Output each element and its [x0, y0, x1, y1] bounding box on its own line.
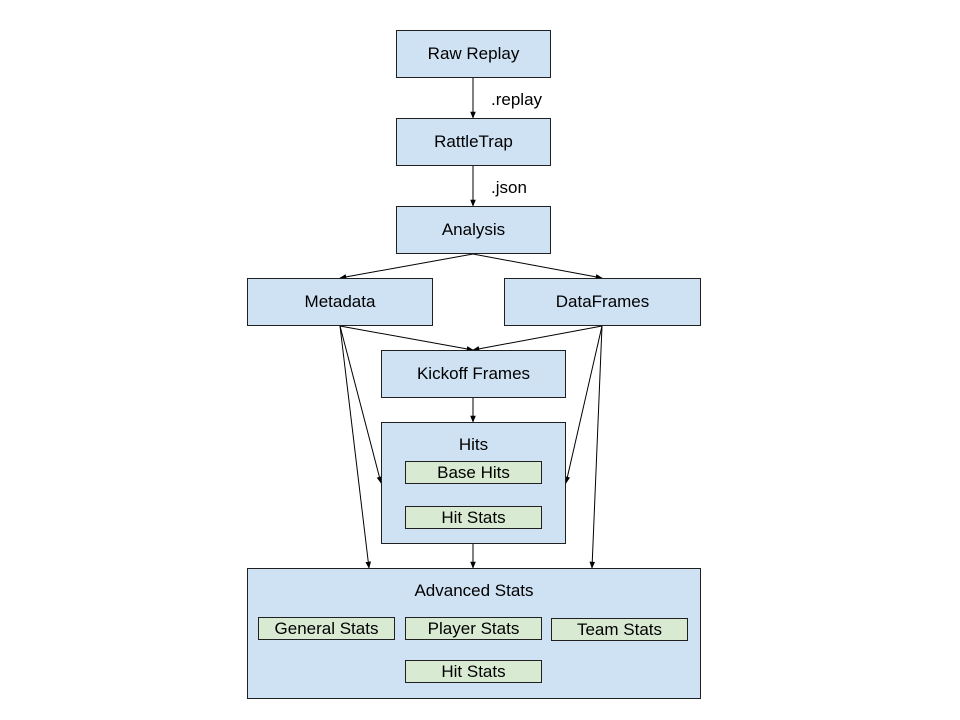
- node-player-stats[interactable]: Player Stats: [405, 617, 542, 640]
- node-general-stats[interactable]: General Stats: [258, 617, 395, 640]
- edge-label-replay: .replay: [491, 90, 543, 109]
- node-dataframes-label: DataFrames: [555, 292, 650, 311]
- node-metadata[interactable]: Metadata: [247, 278, 433, 326]
- edge-metadata-to-kickoff: [339, 325, 474, 352]
- node-team-stats-label: Team Stats: [576, 619, 663, 639]
- node-advanced-stats-label: Advanced Stats: [414, 581, 534, 600]
- node-kickoff-frames[interactable]: Kickoff Frames: [381, 350, 566, 398]
- node-hits-label: Hits: [458, 435, 489, 454]
- node-base-hits-label: Base Hits: [437, 462, 510, 482]
- node-rattletrap-label: RattleTrap: [434, 132, 513, 151]
- node-raw-replay[interactable]: Raw Replay: [396, 30, 551, 78]
- node-metadata-label: Metadata: [304, 292, 376, 311]
- edge-dataframes-to-advanced: [589, 325, 603, 569]
- node-rattletrap[interactable]: RattleTrap: [396, 118, 551, 166]
- node-analysis-label: Analysis: [441, 220, 506, 239]
- node-advanced-hit-stats[interactable]: Hit Stats: [405, 660, 542, 683]
- node-raw-replay-label: Raw Replay: [427, 44, 520, 63]
- node-kickoff-frames-label: Kickoff Frames: [416, 364, 531, 383]
- edge-analysis-to-dataframes: [472, 253, 603, 280]
- node-hits-hit-stats[interactable]: Hit Stats: [405, 506, 542, 529]
- node-dataframes[interactable]: DataFrames: [504, 278, 701, 326]
- edge-dataframes-to-hits: [564, 325, 603, 484]
- node-general-stats-label: General Stats: [274, 618, 379, 638]
- node-base-hits[interactable]: Base Hits: [405, 461, 542, 484]
- node-hits-hit-stats-label: Hit Stats: [441, 507, 506, 527]
- edge-dataframes-to-kickoff: [472, 325, 603, 352]
- edge-analysis-to-metadata: [339, 253, 474, 280]
- edge-metadata-to-advanced: [339, 325, 372, 569]
- node-analysis[interactable]: Analysis: [396, 206, 551, 254]
- edge-label-json: .json: [491, 178, 527, 197]
- node-advanced-hit-stats-label: Hit Stats: [441, 661, 506, 681]
- node-player-stats-label: Player Stats: [427, 618, 520, 638]
- node-team-stats[interactable]: Team Stats: [551, 618, 688, 641]
- edge-metadata-to-hits: [339, 325, 383, 484]
